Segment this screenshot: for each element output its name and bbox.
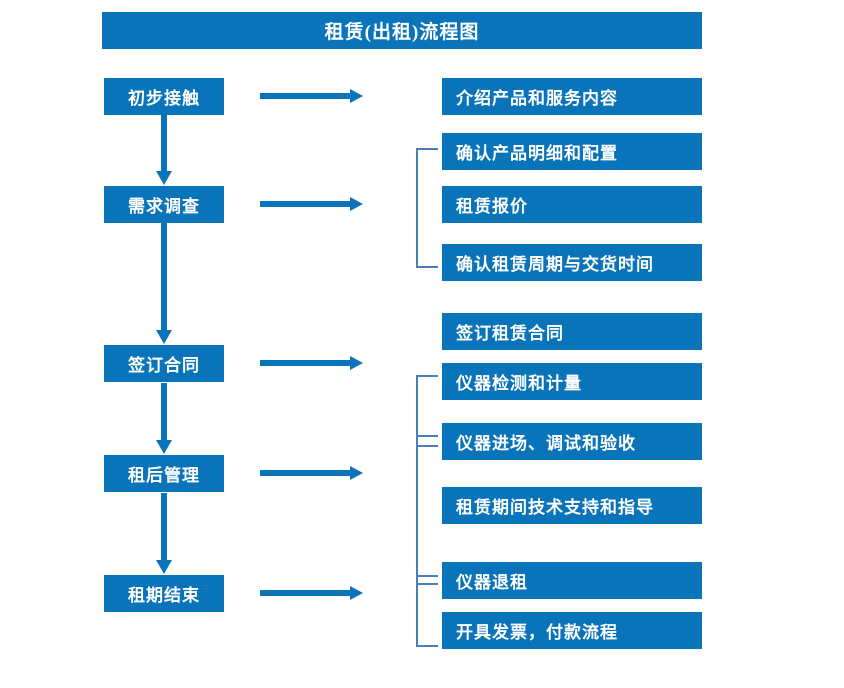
- detail-box-9[interactable]: 仪器退租: [442, 562, 702, 599]
- detail-box-6[interactable]: 仪器检测和计量: [442, 363, 702, 400]
- stage-box-2[interactable]: 需求调查: [104, 186, 224, 223]
- detail-box-10[interactable]: 开具发票，付款流程: [442, 612, 702, 649]
- group-bracket-5: [416, 575, 438, 647]
- down-arrow-icon-1: [155, 115, 173, 186]
- detail-box-8[interactable]: 租赁期间技术支持和指导: [442, 487, 702, 524]
- stage-box-1[interactable]: 初步接触: [104, 78, 224, 115]
- down-arrow-icon-4: [155, 493, 173, 575]
- detail-box-5[interactable]: 签订租赁合同: [442, 313, 702, 350]
- down-arrow-icon-3: [155, 383, 173, 455]
- group-bracket-2: [416, 148, 438, 268]
- detail-box-4[interactable]: 确认租赁周期与交货时间: [442, 244, 702, 281]
- detail-box-2[interactable]: 确认产品明细和配置: [442, 133, 702, 170]
- group-bracket-4: [416, 435, 438, 585]
- right-arrow-icon-5: [260, 586, 364, 600]
- stage-box-3[interactable]: 签订合同: [104, 345, 224, 382]
- group-bracket-3: [416, 375, 438, 447]
- right-arrow-icon-4: [260, 466, 364, 480]
- right-arrow-icon-1: [260, 89, 364, 103]
- stage-box-5[interactable]: 租期结束: [104, 575, 224, 612]
- right-arrow-icon-2: [260, 197, 364, 211]
- stage-box-4[interactable]: 租后管理: [104, 455, 224, 492]
- right-arrow-icon-3: [260, 356, 364, 370]
- detail-box-3[interactable]: 租赁报价: [442, 186, 702, 223]
- detail-box-1[interactable]: 介绍产品和服务内容: [442, 78, 702, 115]
- page-title: 租赁(出租)流程图: [102, 12, 702, 49]
- detail-box-7[interactable]: 仪器进场、调试和验收: [442, 423, 702, 460]
- down-arrow-icon-2: [155, 223, 173, 345]
